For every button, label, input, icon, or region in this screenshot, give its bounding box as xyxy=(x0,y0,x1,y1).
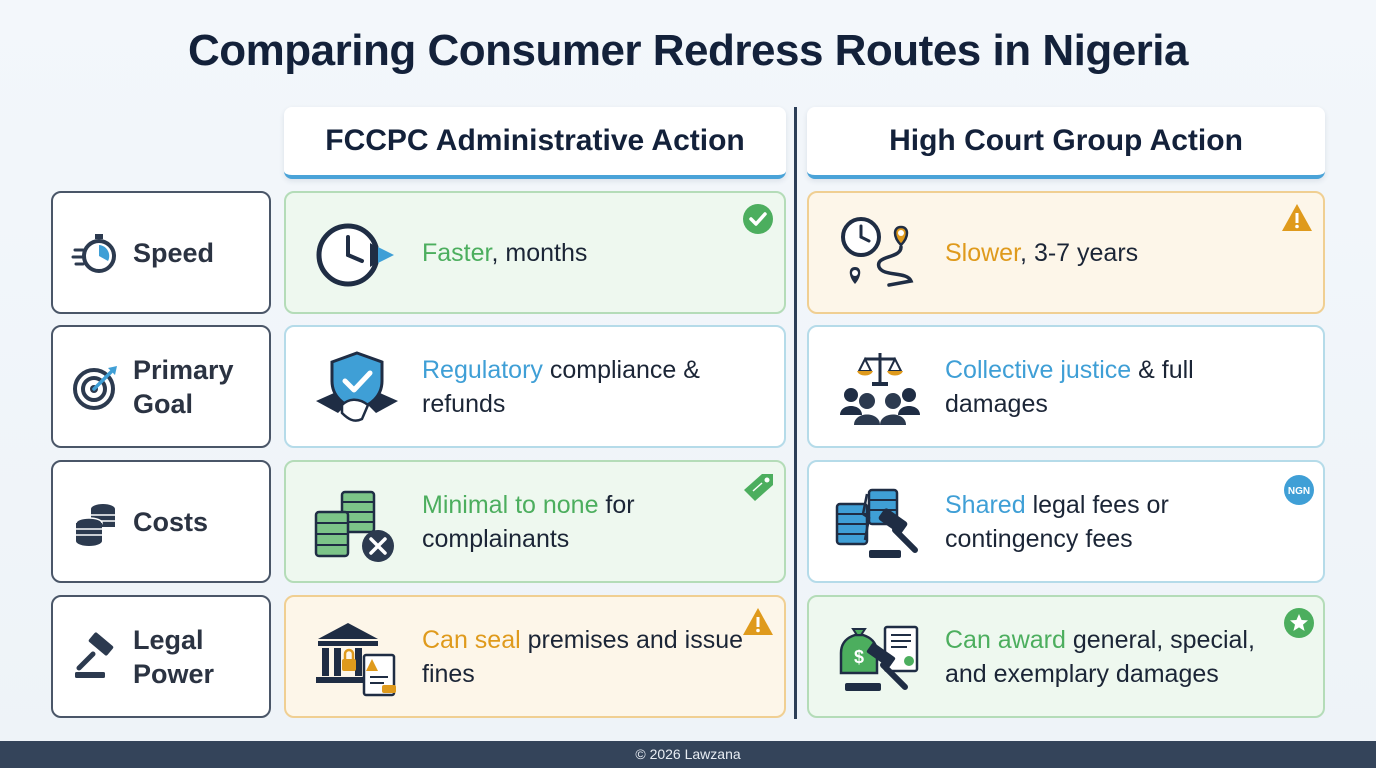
price-tag-icon xyxy=(740,470,773,502)
cell-fccpc-speed: Faster, months xyxy=(284,191,786,314)
cell-court-costs: Shared legal fees or contingency fees NG… xyxy=(807,460,1325,583)
cell-rest: compliance & refunds xyxy=(422,355,700,418)
clock-route-icon xyxy=(835,215,925,295)
bank-lock-icon xyxy=(312,619,402,699)
column-header-high-court: High Court Group Action xyxy=(807,107,1325,179)
cell-text: Faster, months xyxy=(422,236,744,270)
currency-badge-text: NGN xyxy=(1288,486,1310,497)
cell-fccpc-power: Can seal premises and issue fines xyxy=(284,595,786,718)
cell-text: Shared legal fees or contingency fees xyxy=(945,488,1283,556)
row-label-text: Primary Goal xyxy=(133,354,234,419)
cell-highlight: Can seal xyxy=(422,625,521,654)
star-badge-icon xyxy=(1283,607,1315,639)
shield-handshake-icon xyxy=(312,349,402,429)
cell-text: Slower, 3-7 years xyxy=(945,236,1283,270)
cell-highlight: Faster xyxy=(422,238,492,267)
cell-rest: & full damages xyxy=(945,355,1194,418)
row-label-text: Costs xyxy=(133,506,209,537)
cell-rest: legal fees or contingency fees xyxy=(945,490,1169,553)
cell-rest: , 3-7 years xyxy=(1020,238,1139,267)
cell-text: Collective justice & full damages xyxy=(945,353,1283,421)
cell-court-power: $ Can award general, special, and exempl… xyxy=(807,595,1325,718)
warning-badge-icon xyxy=(1281,202,1313,234)
stopwatch-icon xyxy=(71,228,121,278)
svg-text:$: $ xyxy=(854,647,864,667)
cell-highlight: Shared xyxy=(945,490,1026,519)
row-label-text: Speed xyxy=(133,237,215,268)
page-title: Comparing Consumer Redress Routes in Nig… xyxy=(188,26,1189,75)
row-label-speed: Speed xyxy=(51,191,271,314)
row-label-primary-goal: Primary Goal xyxy=(51,325,271,448)
cell-rest: for complainants xyxy=(422,490,635,553)
currency-badge-icon: NGN xyxy=(1283,474,1315,506)
cell-highlight: Can award xyxy=(945,625,1066,654)
column-header-fccpc: FCCPC Administrative Action xyxy=(284,107,786,179)
cell-rest: general, special, and exemplary damages xyxy=(945,625,1255,688)
money-gavel-document-icon: $ xyxy=(835,619,925,699)
cell-text: Can seal premises and issue fines xyxy=(422,623,744,691)
column-divider xyxy=(794,107,797,719)
cell-text: Regulatory compliance & refunds xyxy=(422,353,744,421)
coins-icon xyxy=(71,497,121,547)
cell-rest: premises and issue fines xyxy=(422,625,743,688)
cell-fccpc-goal: Regulatory compliance & refunds xyxy=(284,325,786,448)
cell-court-goal: Collective justice & full damages xyxy=(807,325,1325,448)
scales-group-icon xyxy=(835,349,925,429)
row-label-text: Legal Power xyxy=(133,624,215,689)
row-label-legal-power: Legal Power xyxy=(51,595,271,718)
check-badge-icon xyxy=(742,203,774,235)
cell-text: Can award general, special, and exemplar… xyxy=(945,623,1283,691)
row-label-costs: Costs xyxy=(51,460,271,583)
warning-badge-icon xyxy=(742,606,774,638)
cell-highlight: Collective justice xyxy=(945,355,1132,384)
target-icon xyxy=(71,362,121,412)
cell-fccpc-costs: Minimal to none for complainants xyxy=(284,460,786,583)
cell-rest: , months xyxy=(491,238,588,267)
clock-forward-icon xyxy=(312,215,402,295)
cell-highlight: Slower xyxy=(945,238,1021,267)
gavel-icon xyxy=(71,632,121,682)
cell-court-speed: Slower, 3-7 years xyxy=(807,191,1325,314)
coins-cancel-icon xyxy=(312,484,402,564)
cell-text: Minimal to none for complainants xyxy=(422,488,744,556)
cell-highlight: Minimal to none xyxy=(422,490,599,519)
cell-highlight: Regulatory xyxy=(422,355,543,384)
footer-copyright: © 2026 Lawzana xyxy=(0,741,1376,768)
coins-gavel-icon xyxy=(835,484,925,564)
